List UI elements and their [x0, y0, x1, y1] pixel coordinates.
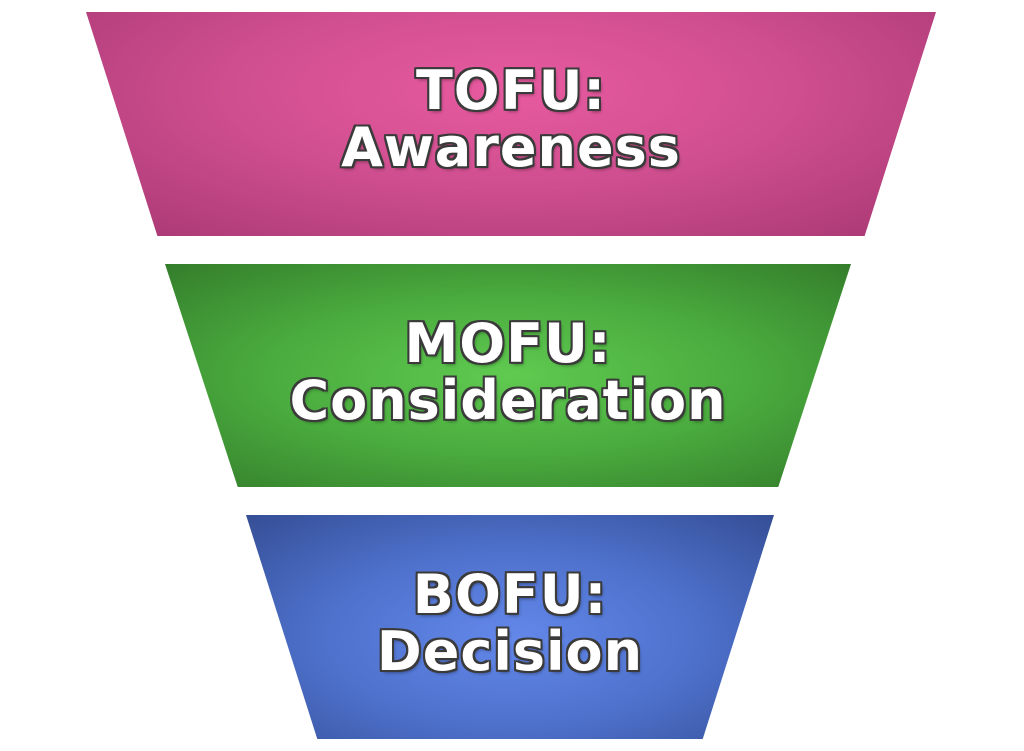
- funnel-tier-tofu: TOFU: Awareness: [86, 12, 936, 236]
- funnel-tier-mofu: MOFU: Consideration: [165, 264, 851, 487]
- tier-text: BOFU: Decision: [377, 567, 643, 680]
- tier-stage-title: MOFU:: [404, 311, 612, 375]
- funnel-tier-bofu: BOFU: Decision: [246, 515, 774, 739]
- tier-text: TOFU: Awareness: [341, 63, 681, 176]
- tier-stage-label: Awareness: [341, 116, 681, 179]
- tier-stage-title: BOFU:: [412, 563, 608, 627]
- tier-stage-label: Decision: [376, 620, 644, 683]
- tier-text: MOFU: Consideration: [289, 311, 727, 432]
- tier-stage-title: TOFU:: [415, 59, 607, 123]
- tier-stage-label: Consideration: [289, 368, 727, 432]
